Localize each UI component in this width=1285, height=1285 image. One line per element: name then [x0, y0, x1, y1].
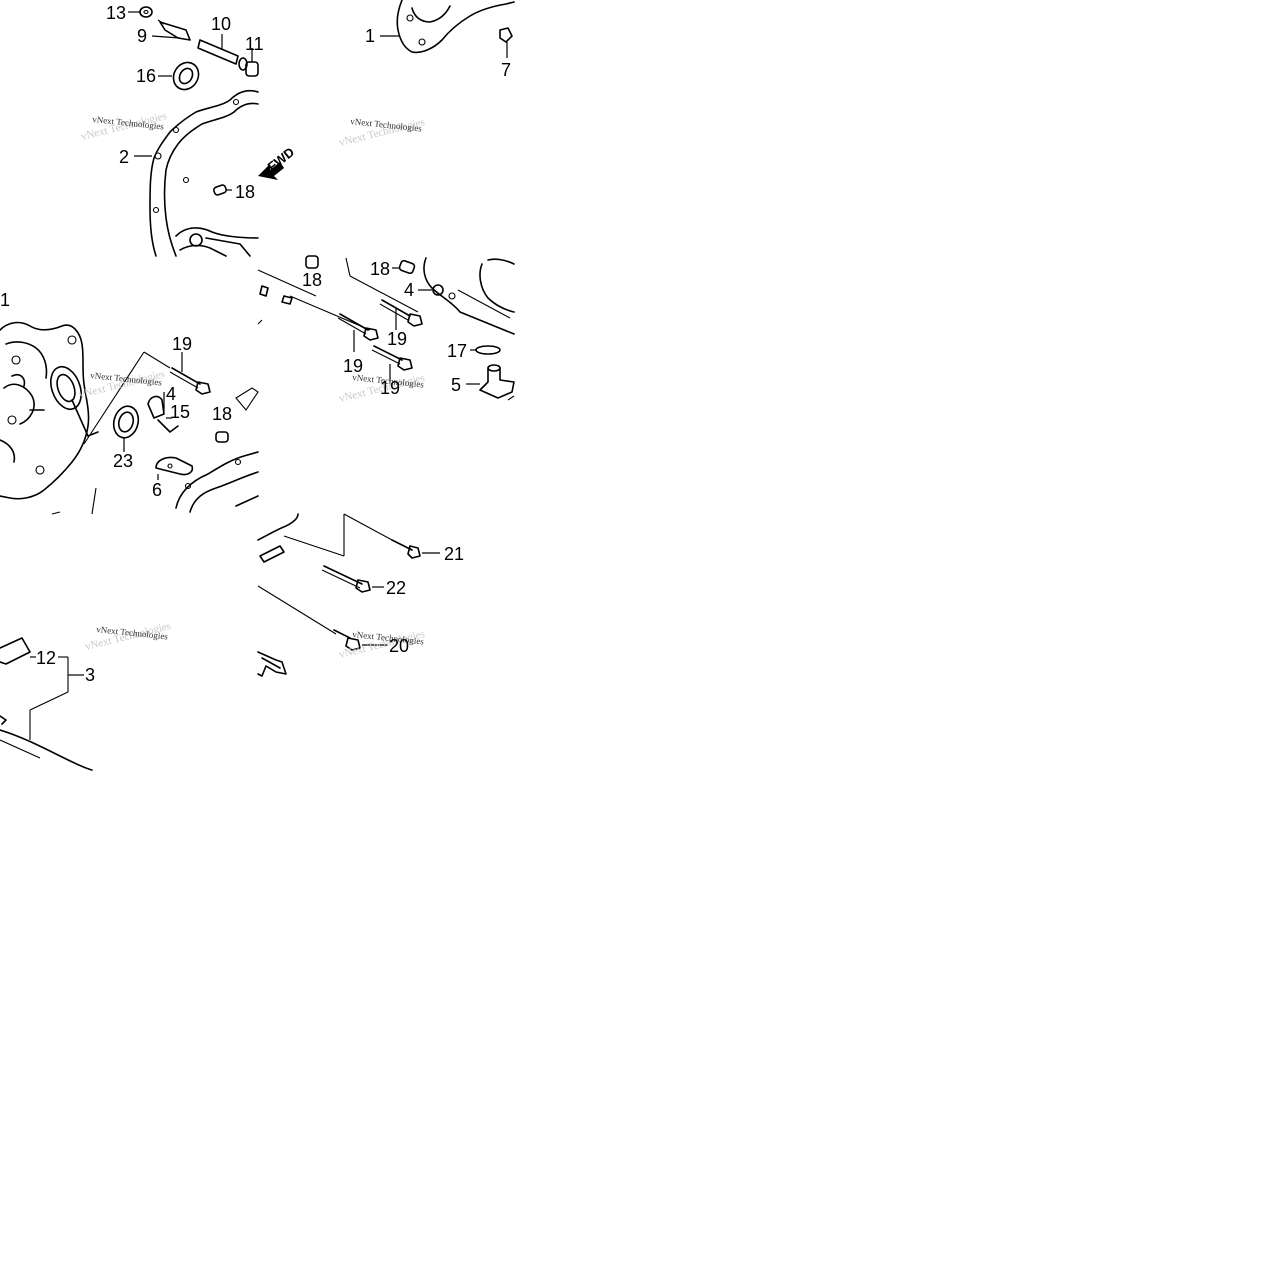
callout-18: 18 [370, 259, 390, 279]
callout-5: 5 [451, 375, 461, 395]
callout-18: 18 [212, 404, 232, 424]
crankcase-assembly [0, 321, 99, 515]
callout-2: 2 [119, 147, 129, 167]
plate-6 [155, 456, 194, 480]
part-4-15 [147, 392, 179, 433]
callout-9: 9 [137, 26, 147, 46]
callout-23: 23 [113, 451, 133, 471]
tile-middle-left: vNext Technologies vNext Technologies 1 … [0, 290, 259, 515]
pin-9 [151, 19, 191, 41]
bolt-19-center-b [379, 299, 423, 330]
watermark-b: vNext Technologies vNext Technologies [338, 116, 426, 149]
gasket-fragment-c [175, 387, 259, 513]
callout-18: 18 [302, 270, 322, 290]
callout-19: 19 [387, 329, 407, 349]
watermark-e: vNext Technologies vNext Technologies [338, 628, 426, 661]
callout-10: 10 [211, 14, 231, 34]
seal-16 [158, 61, 200, 91]
bolt-21 [391, 539, 440, 559]
callout-20: 20 [389, 636, 409, 656]
case-4-fragment [418, 257, 515, 335]
o-ring-17 [470, 345, 501, 355]
bolt-19-center-c [371, 345, 413, 382]
cover-fragment [0, 637, 93, 771]
watermark-c: vNext Technologies vNext Technologies [78, 368, 166, 401]
tile-bottom-middle: vNext Technologies vNext Technologies 21… [257, 513, 464, 677]
callout-19: 19 [380, 378, 400, 398]
callout-16: 16 [136, 66, 156, 86]
dowel-18-left [215, 431, 229, 443]
callout-4: 4 [404, 280, 414, 300]
callout-22: 22 [386, 578, 406, 598]
callout-13: 13 [106, 3, 126, 23]
bolt-19-left [83, 351, 211, 445]
part-11-top [245, 48, 259, 77]
callout-4: 4 [166, 384, 176, 404]
dowel-18-center-b [392, 259, 416, 275]
tile-bottom-left: vNext Technologies vNext Technologies 12… [0, 620, 172, 771]
callout-19: 19 [343, 356, 363, 376]
bolt-7 [499, 27, 513, 58]
rail-fragment [257, 651, 287, 677]
callout-1: 1 [365, 26, 375, 46]
callout-11: 11 [245, 34, 264, 54]
callout-12: 12 [36, 648, 56, 668]
bearing-23 [112, 405, 140, 452]
callout-6: 6 [152, 480, 162, 500]
watermark-f: vNext Technologies vNext Technologies [84, 620, 172, 653]
tile-center: vNext Technologies vNext Technologies 18… [257, 255, 515, 405]
callout-17: 17 [447, 341, 467, 361]
callout-7: 7 [501, 60, 511, 80]
fitting-5 [466, 364, 515, 401]
callout-15: 15 [170, 402, 190, 422]
dowel-18-top [213, 184, 232, 196]
callout-3: 3 [85, 665, 95, 685]
watermark-a: vNext Technologies vNext Technologies [80, 110, 168, 143]
shaft-10 [197, 34, 248, 71]
bolt-22 [321, 565, 384, 593]
frame-fragment [257, 513, 393, 635]
callout-21: 21 [444, 544, 464, 564]
bolt-19-center-a [337, 313, 379, 352]
callout-19: 19 [172, 334, 192, 354]
case-1-top [380, 0, 515, 54]
gasket-2 [134, 89, 259, 257]
case-assembly-fragment [175, 227, 259, 257]
bolt-20 [333, 629, 388, 651]
dowel-18-center-a [305, 255, 319, 269]
tile-top-middle: vNext Technologies vNext Technologies 1 … [338, 0, 515, 149]
forward-arrow: FWD [258, 144, 297, 180]
tile-top-left: FWD vNext Technologies vNext Technologie… [80, 3, 297, 257]
callout-1: 1 [0, 290, 10, 310]
callout-18: 18 [235, 182, 255, 202]
washer-13 [128, 6, 153, 18]
